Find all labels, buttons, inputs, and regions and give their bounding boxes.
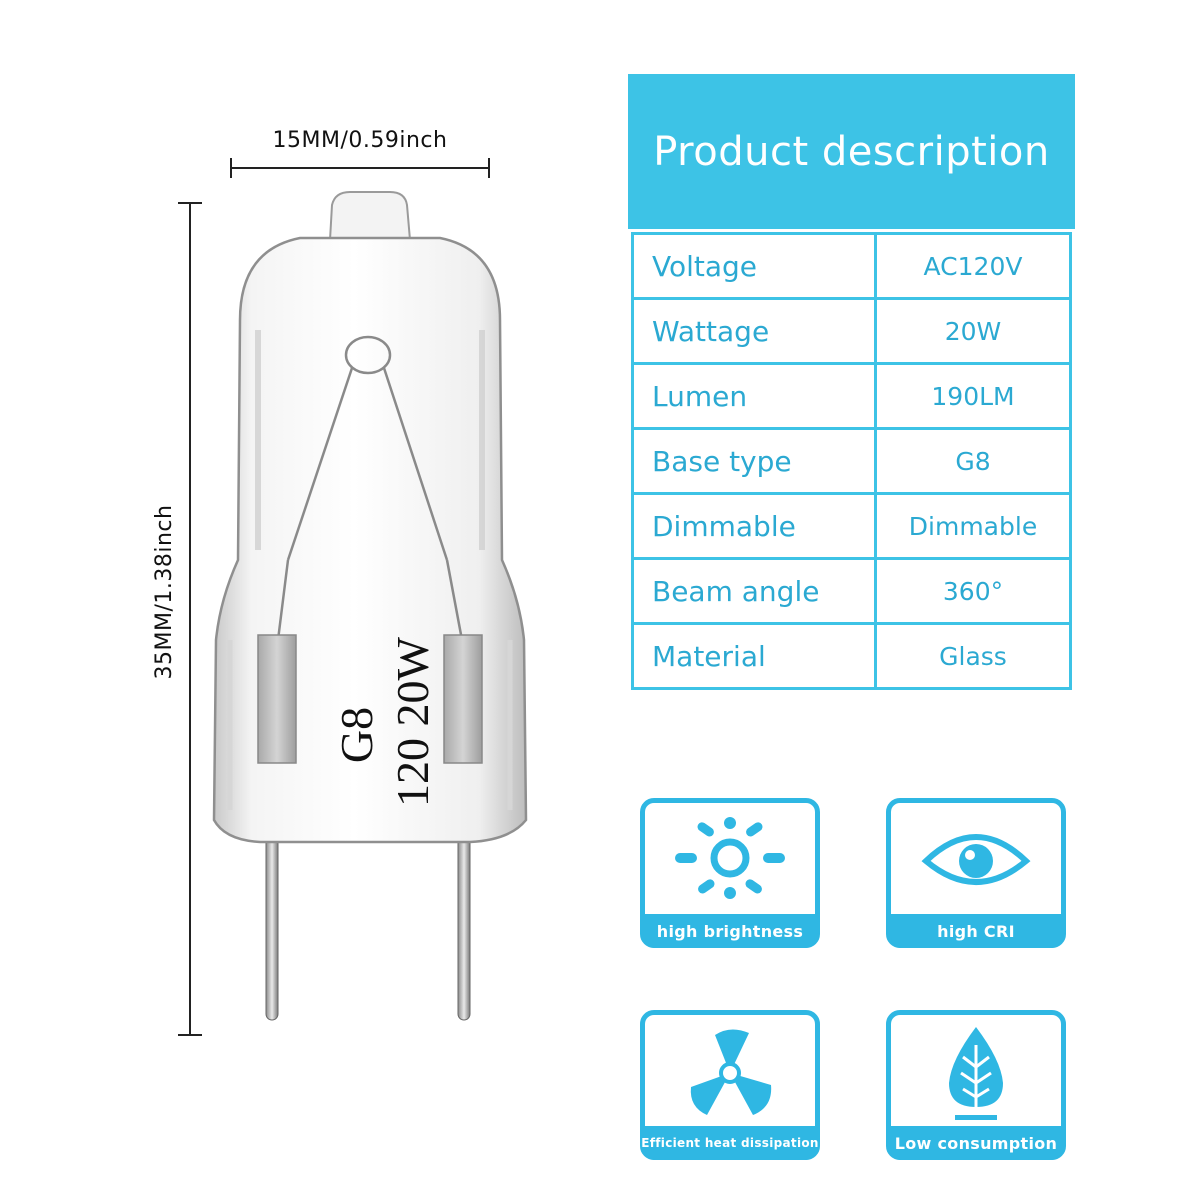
- bulb-tip: [328, 191, 412, 241]
- width-dimension-line: [230, 158, 490, 178]
- height-dimension-label: 35MM/1.38inch: [152, 504, 177, 680]
- feature-badge-cri: high CRI: [886, 798, 1066, 948]
- bulb-print-line1: G8: [331, 707, 382, 763]
- product-description-title: Product description: [628, 74, 1075, 229]
- spec-row: Voltage AC120V: [631, 232, 1072, 300]
- spec-label: Voltage: [631, 232, 877, 300]
- spec-value: 190LM: [874, 362, 1072, 430]
- spec-label: Wattage: [631, 297, 877, 365]
- spec-row: Lumen 190LM: [631, 362, 1072, 430]
- feature-badge-heat: Efficient heat dissipation: [640, 1010, 820, 1160]
- spec-row: Material Glass: [631, 622, 1072, 690]
- feature-label: high brightness: [645, 914, 815, 948]
- spec-row: Base type G8: [631, 427, 1072, 495]
- spec-value: Glass: [874, 622, 1072, 690]
- feature-badge-consumption: Low consumption: [886, 1010, 1066, 1160]
- spec-label: Lumen: [631, 362, 877, 430]
- spec-row: Wattage 20W: [631, 297, 1072, 365]
- bulb-filament: [276, 335, 464, 641]
- feature-label: Low consumption: [891, 1126, 1061, 1160]
- leaf-drop-icon: [949, 1027, 1003, 1120]
- width-dimension-label: 15MM/0.59inch: [272, 128, 448, 153]
- spec-label: Beam angle: [631, 557, 877, 625]
- spec-table: Voltage AC120V Wattage 20W Lumen 190LM B…: [631, 232, 1072, 690]
- feature-badge-brightness: high brightness: [640, 798, 820, 948]
- spec-value: G8: [874, 427, 1072, 495]
- spec-label: Base type: [631, 427, 877, 495]
- bulb-print-line2: 120 20W: [387, 636, 438, 807]
- spec-value: AC120V: [874, 232, 1072, 300]
- bulb-illustration: G8 120 20W: [178, 158, 528, 1036]
- spec-row: Dimmable Dimmable: [631, 492, 1072, 560]
- spec-label: Dimmable: [631, 492, 877, 560]
- spec-label: Material: [631, 622, 877, 690]
- spec-value: 360°: [874, 557, 1072, 625]
- fan-icon: [690, 1029, 772, 1115]
- feature-label: Efficient heat dissipation: [641, 1126, 818, 1160]
- eye-icon: [921, 834, 1031, 885]
- spec-row: Beam angle 360°: [631, 557, 1072, 625]
- spec-value: 20W: [874, 297, 1072, 365]
- spec-value: Dimmable: [874, 492, 1072, 560]
- bulb-lead-sleeves: [257, 634, 483, 764]
- feature-label: high CRI: [891, 914, 1061, 948]
- sun-icon: [675, 817, 785, 899]
- height-dimension-line: [178, 202, 202, 1036]
